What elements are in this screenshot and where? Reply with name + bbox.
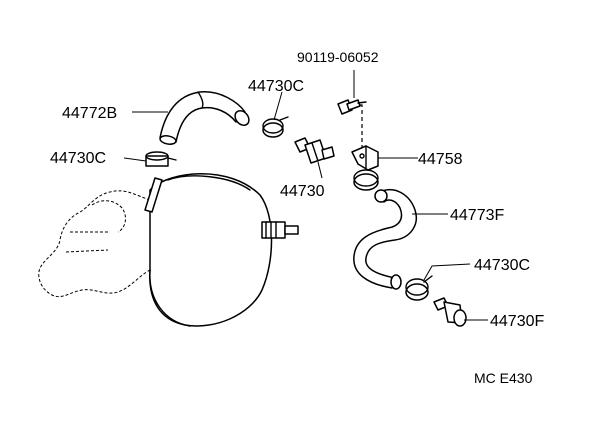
label-44730C-right: 44730C — [474, 257, 530, 274]
label-44773F: 44773F — [450, 207, 504, 224]
diagram-code: MC E430 — [474, 370, 533, 386]
master-cylinder-outline — [38, 190, 151, 298]
bolt-alignment-line — [360, 104, 363, 150]
leader-lines — [123, 70, 488, 321]
fitting-44730F — [433, 297, 467, 327]
label-44730: 44730 — [280, 183, 325, 200]
clamp-44730C-right — [405, 275, 433, 301]
bolt-90119-06052 — [337, 99, 367, 115]
bracket-44758 — [351, 145, 379, 171]
label-90119-06052: 90119-06052 — [297, 49, 379, 65]
clamp-under-bracket — [353, 169, 379, 191]
label-44758: 44758 — [418, 151, 463, 168]
hose-44773F — [353, 189, 417, 290]
clamp-44730C-left — [145, 151, 177, 167]
label-44772B: 44772B — [62, 105, 117, 122]
hose-44772B — [159, 91, 250, 145]
check-valve-44730 — [294, 137, 335, 164]
booster-nipple — [144, 177, 163, 213]
brake-booster — [149, 173, 299, 327]
clamp-44730C-top — [262, 116, 289, 138]
label-44730C-top: 44730C — [248, 78, 304, 95]
label-44730C-left: 44730C — [50, 150, 106, 167]
label-44730F: 44730F — [490, 313, 544, 330]
